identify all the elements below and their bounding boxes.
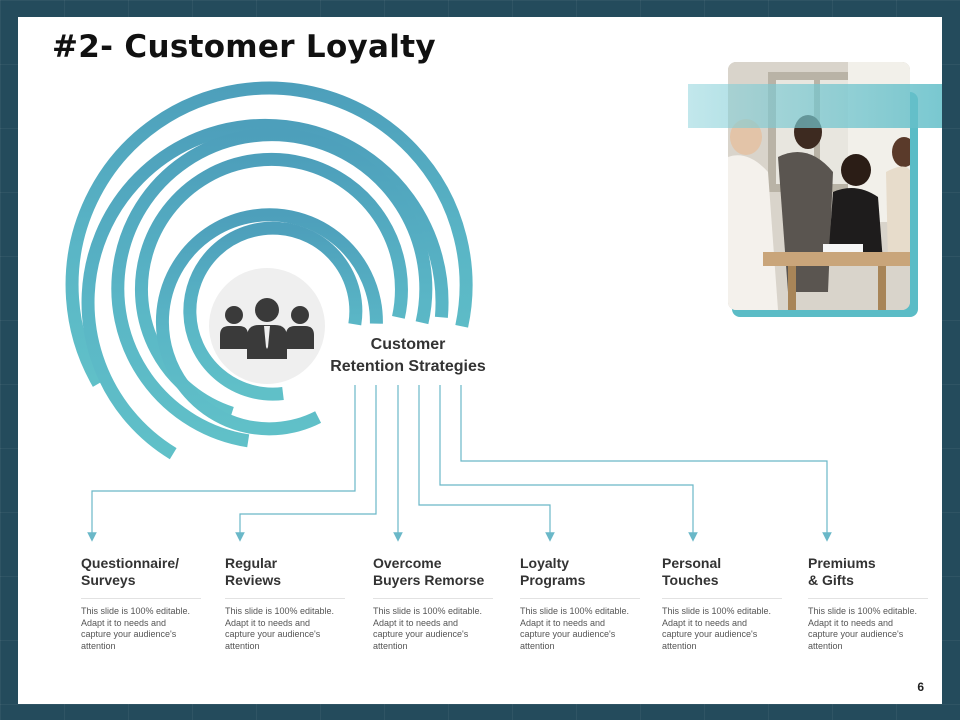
strategy-title-line2: Reviews [225,572,282,588]
strategy-title-line1: Overcome [373,555,442,571]
strategy-description: This slide is 100% editable. Adapt it to… [808,606,918,651]
concentric-arcs [65,81,473,460]
strategy-title: Premiums & Gifts [808,555,938,591]
strategy-title: Personal Touches [662,555,792,591]
strategy-title: Loyalty Programs [520,555,650,591]
connectors [87,385,832,542]
photo-accent-band [688,84,942,128]
strategy-title-line2: Buyers Remorse [373,572,485,588]
divider [81,598,201,599]
page-number: 6 [917,680,924,694]
strategy-title-line1: Personal [662,555,722,571]
connector-6 [460,385,832,542]
arc-ring-2 [81,118,449,460]
connector-5 [439,385,698,542]
strategy-title-line2: Programs [520,572,586,588]
arc-ring-3 [111,128,433,448]
strategy-description: This slide is 100% editable. Adapt it to… [662,606,772,651]
strategy-description: This slide is 100% editable. Adapt it to… [225,606,335,651]
strategy-title: Questionnaire/ Surveys [81,555,211,591]
strategy-title: Regular Reviews [225,555,355,591]
slide: #2- Customer Loyalty [18,17,942,704]
strategy-item-personal-touches: Personal Touches This slide is 100% edit… [662,555,792,652]
divider [373,598,493,599]
strategy-item-surveys: Questionnaire/ Surveys This slide is 100… [81,555,211,652]
slide-title: #2- Customer Loyalty [52,29,436,65]
strategy-title-line1: Questionnaire/ [81,555,180,571]
strategy-title: Overcome Buyers Remorse [373,555,503,591]
strategy-title-line2: Surveys [81,572,136,588]
strategy-title-line2: & Gifts [808,572,854,588]
strategy-title-line1: Regular [225,555,278,571]
strategy-title-line1: Premiums [808,555,876,571]
divider [662,598,782,599]
divider [225,598,345,599]
strategy-description: This slide is 100% editable. Adapt it to… [81,606,191,651]
divider [520,598,640,599]
people-group-icon [220,298,314,359]
connector-2 [235,385,377,542]
strategy-item-loyalty-programs: Loyalty Programs This slide is 100% edit… [520,555,650,652]
arc-ring-5 [155,208,383,436]
retention-diagram [65,81,832,542]
divider [808,598,928,599]
strategy-item-reviews: Regular Reviews This slide is 100% edita… [225,555,355,652]
arc-ring-4 [135,152,408,420]
hub-label-line1: Customer [370,336,446,353]
hub-label: Customer Retention Strategies [308,334,508,378]
strategy-item-premiums-gifts: Premiums & Gifts This slide is 100% edit… [808,555,938,652]
strategy-item-buyers-remorse: Overcome Buyers Remorse This slide is 10… [373,555,503,652]
strategy-description: This slide is 100% editable. Adapt it to… [373,606,483,651]
strategy-title-line1: Loyalty [520,555,570,571]
strategy-title-line2: Touches [662,572,719,588]
arc-ring-1 [65,81,473,387]
strategy-description: This slide is 100% editable. Adapt it to… [520,606,630,651]
hub-label-line2: Retention Strategies [330,358,486,375]
connector-4 [418,385,555,542]
arc-ring-6 [183,221,363,401]
connector-1 [87,385,356,542]
